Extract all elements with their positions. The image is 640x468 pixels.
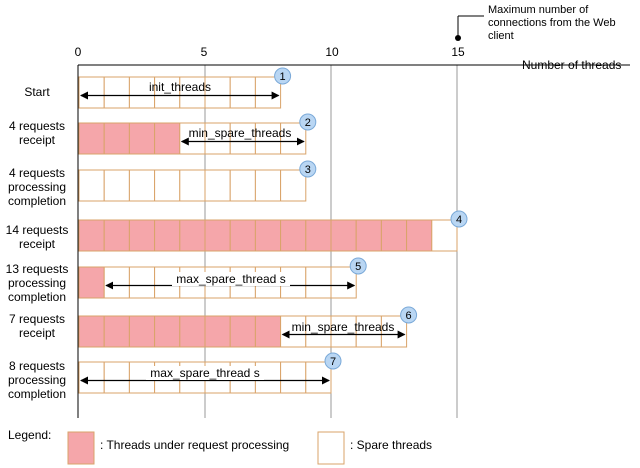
busy-thread-cell — [154, 219, 181, 252]
legend-spare-swatch — [317, 431, 345, 465]
spare-thread-cell — [229, 76, 256, 109]
spare-thread-cell — [78, 76, 105, 109]
spare-thread-cell — [103, 169, 130, 202]
spare-thread-cell — [179, 169, 206, 202]
arrow-label-row-6: min_spare_threads — [291, 320, 395, 334]
thread-row-6: 6 — [78, 306, 418, 348]
tick-label-5: 5 — [200, 45, 208, 59]
step-badge-number: 7 — [330, 356, 336, 368]
arrow-label-row-7: max_spare_thread s — [146, 366, 264, 380]
row-label-4-requests-receipt: 4 requests receipt — [8, 119, 66, 147]
thread-row-4: 4 — [78, 210, 468, 252]
step-badge — [349, 257, 367, 275]
busy-thread-cell — [204, 315, 231, 348]
x-axis-title: Number of threads — [522, 58, 622, 72]
busy-thread-cell — [254, 219, 282, 252]
step-badge-number: 3 — [305, 164, 311, 176]
step-badge — [450, 210, 468, 228]
busy-thread-cell — [355, 219, 382, 252]
step-badge-number: 4 — [456, 214, 462, 226]
spare-thread-cell — [103, 361, 130, 394]
busy-thread-cell — [128, 315, 156, 348]
legend-title: Legend: — [8, 428, 52, 442]
busy-thread-cell — [154, 315, 181, 348]
spare-thread-cell — [204, 169, 231, 202]
busy-thread-cell — [78, 122, 105, 155]
busy-thread-cell — [179, 219, 206, 252]
legend-spare-label: : Spare threads — [350, 438, 433, 452]
row-label-7-requests-receipt: 7 requests receipt — [8, 312, 66, 340]
spare-thread-cell — [103, 76, 130, 109]
max-connections-dot — [455, 35, 461, 41]
row-label-14-requests-receipt: 14 requests receipt — [5, 223, 69, 251]
spare-thread-cell — [229, 169, 256, 202]
busy-thread-cell — [128, 122, 156, 155]
step-badge — [274, 67, 292, 85]
axis-layer — [77, 15, 630, 418]
busy-thread-cell — [406, 219, 433, 252]
spare-thread-cell — [78, 361, 105, 394]
spare-thread-cell — [103, 266, 130, 299]
legend-busy-swatch — [67, 431, 95, 465]
row-label-8-requests-completion: 8 requests processing completion — [7, 359, 67, 401]
tick-label-10: 10 — [325, 45, 339, 59]
busy-thread-cell — [128, 219, 156, 252]
legend — [67, 431, 345, 465]
busy-thread-cell — [78, 219, 105, 252]
busy-thread-cell — [103, 315, 130, 348]
busy-thread-cell — [78, 266, 105, 299]
busy-thread-cell — [280, 219, 307, 252]
spare-thread-cell — [305, 266, 332, 299]
max-connections-label: Maximum number of connections from the W… — [488, 4, 616, 42]
step-badge-number: 1 — [280, 71, 286, 83]
spare-thread-cell — [431, 219, 458, 252]
busy-thread-cell — [254, 315, 282, 348]
spare-thread-cell — [128, 169, 156, 202]
busy-thread-cell — [154, 122, 181, 155]
row-label-start: Start — [24, 85, 50, 99]
step-badge — [400, 306, 418, 324]
step-badge — [299, 160, 317, 178]
legend-busy-label: : Threads under request processing — [100, 438, 290, 452]
thread-row-1: 1 — [78, 67, 292, 109]
row-label-13-requests-completion: 13 requests processing completion — [5, 262, 69, 304]
spare-thread-cell — [254, 169, 282, 202]
busy-thread-cell — [229, 219, 256, 252]
busy-thread-cell — [103, 122, 130, 155]
busy-thread-cell — [380, 219, 408, 252]
spare-thread-cell — [154, 169, 181, 202]
spare-thread-cell — [78, 169, 105, 202]
arrow-label-row-1: init_threads — [148, 80, 212, 94]
busy-thread-cell — [103, 219, 130, 252]
busy-thread-cell — [229, 315, 256, 348]
thread-row-2: 2 — [78, 113, 317, 155]
busy-thread-cell — [179, 315, 206, 348]
busy-thread-cell — [78, 315, 105, 348]
step-badge — [324, 352, 342, 370]
step-badge-number: 2 — [305, 117, 311, 129]
step-badge-number: 6 — [406, 310, 412, 322]
spare-thread-cell — [280, 169, 307, 202]
spare-thread-cell — [280, 361, 307, 394]
step-badge — [299, 113, 317, 131]
busy-thread-cell — [204, 219, 231, 252]
spare-thread-cell — [128, 266, 156, 299]
step-badge-number: 5 — [355, 261, 361, 273]
tick-label-0: 0 — [74, 45, 82, 59]
arrow-label-row-2: min_spare_threads — [188, 126, 292, 140]
rows-layer: 1 2 3 4 5 6 7 — [78, 67, 468, 394]
row-label-4-requests-completion: 4 requests processing completion — [7, 166, 67, 208]
busy-thread-cell — [330, 219, 357, 252]
arrow-label-row-5: max_spare_thread s — [172, 272, 290, 286]
tick-label-15: 15 — [451, 45, 465, 59]
busy-thread-cell — [305, 219, 332, 252]
thread-row-3: 3 — [78, 160, 317, 202]
